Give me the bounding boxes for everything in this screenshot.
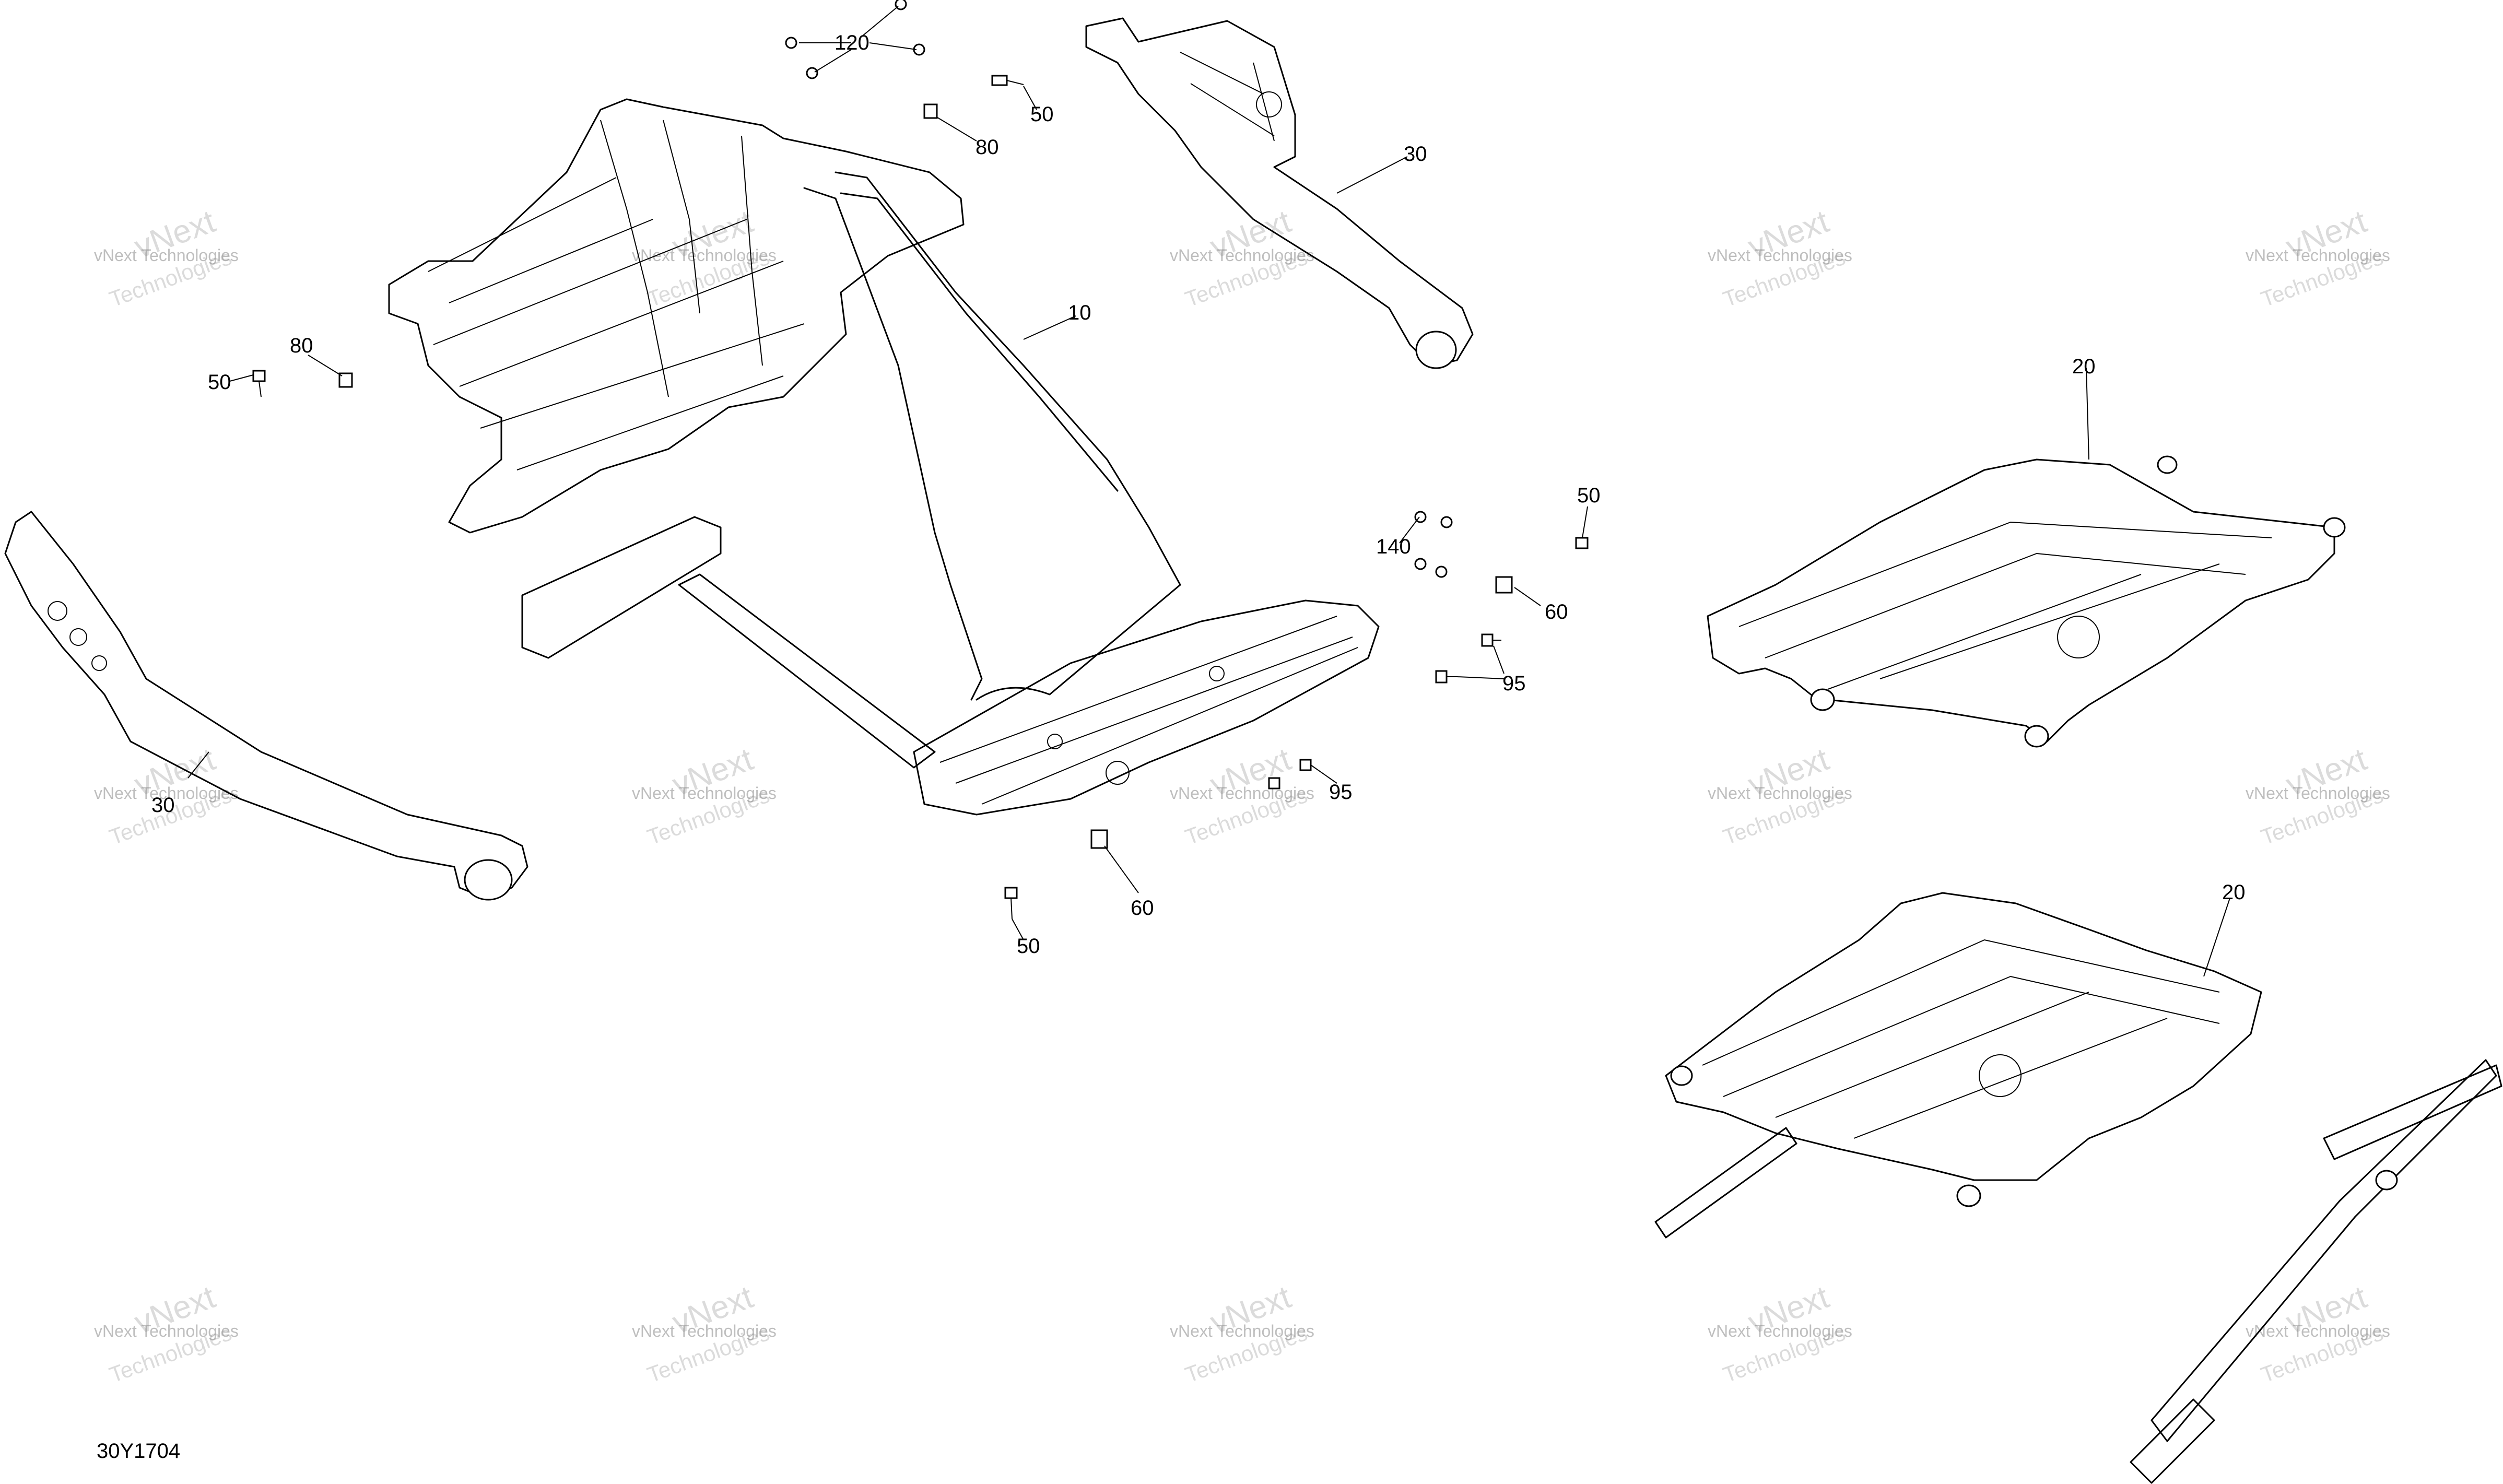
callout-30-left: 30 xyxy=(151,794,175,817)
nuts-120 xyxy=(785,0,925,79)
crossbar-part-30-left xyxy=(4,511,528,901)
watermark-full: vNext Technologies xyxy=(1708,1322,1852,1340)
watermark-full: vNext Technologies xyxy=(1170,784,1314,803)
watermark-full: vNext Technologies xyxy=(1708,784,1852,803)
callout-labels: 120 50 80 30 10 80 50 20 50 140 60 95 95… xyxy=(151,31,2246,958)
watermark-full: vNext Technologies xyxy=(2246,784,2390,803)
callout-50-left: 50 xyxy=(208,371,231,394)
watermark-full: vNext Technologies xyxy=(1708,246,1852,265)
diagram-id-label: 30Y1704 xyxy=(97,1440,180,1463)
watermark-full: vNext Technologies xyxy=(1170,1322,1314,1340)
crossbar-part-30-top xyxy=(1085,17,1474,369)
callout-20-bottom: 20 xyxy=(2222,881,2246,904)
watermark-full: vNext Technologies xyxy=(1170,246,1314,265)
callout-50-bottom: 50 xyxy=(1017,935,1040,958)
subframe-part-20-top xyxy=(1707,455,2346,748)
watermark-full: vNext Technologies xyxy=(632,246,777,265)
bolt-50-right xyxy=(1575,537,1589,549)
callout-95-upper: 95 xyxy=(1502,672,1526,695)
callout-60-bottom: 60 xyxy=(1131,897,1154,920)
fasteners xyxy=(252,0,1589,920)
callout-30-top: 30 xyxy=(1404,143,1427,166)
watermark-full: vNext Technologies xyxy=(2246,246,2390,265)
watermark-full: vNext Technologies xyxy=(632,784,777,803)
watermark-full: vNext Technologies xyxy=(2246,1322,2390,1340)
nuts-140 xyxy=(1414,511,1453,578)
bolt-95-lower xyxy=(1435,670,1457,684)
clip-80-top xyxy=(923,103,938,119)
bolt-50-top xyxy=(991,75,1024,86)
bolt-50-bottom xyxy=(1004,887,1018,920)
callout-80-left: 80 xyxy=(290,334,313,357)
bolt-50-left xyxy=(252,370,266,397)
callout-80-top: 80 xyxy=(976,136,999,159)
watermark-full: vNext Technologies xyxy=(94,1322,239,1340)
callout-20-top: 20 xyxy=(2072,355,2096,378)
callout-95-lower: 95 xyxy=(1329,781,1353,804)
callout-60-right: 60 xyxy=(1545,600,1568,623)
callout-50-top: 50 xyxy=(1030,103,1054,126)
clip-60-bottom xyxy=(1090,829,1108,849)
watermark-full: vNext Technologies xyxy=(632,1322,777,1340)
watermark-full: vNext Technologies xyxy=(94,246,239,265)
clip-60-right xyxy=(1495,576,1513,594)
callout-140: 140 xyxy=(1376,535,1411,558)
bolt-95-upper xyxy=(1481,633,1501,647)
callout-50-right: 50 xyxy=(1577,484,1601,507)
subframe-part-20-bottom xyxy=(1654,892,2502,1484)
watermark-full: vNext Technologies xyxy=(94,784,239,803)
callout-120: 120 xyxy=(835,31,869,54)
callout-10: 10 xyxy=(1068,301,1091,324)
leader-lines xyxy=(187,6,2230,977)
main-frame-part-10 xyxy=(388,98,1380,816)
